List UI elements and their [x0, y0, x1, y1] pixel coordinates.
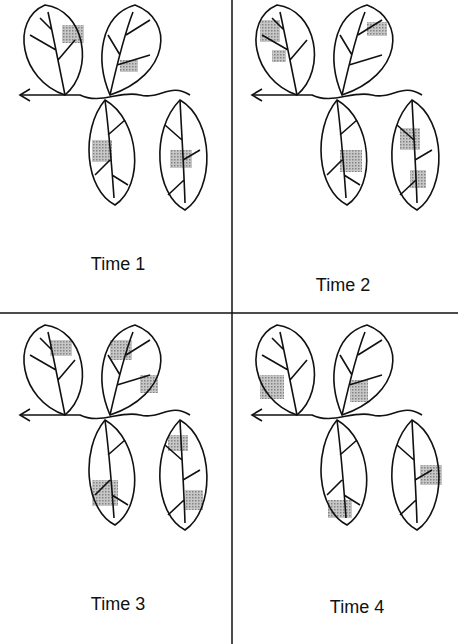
- time-label: Time 2: [316, 275, 370, 297]
- time-label: Time 3: [91, 594, 145, 616]
- time-label: Time 4: [330, 597, 384, 619]
- time-label: Time 1: [91, 254, 145, 276]
